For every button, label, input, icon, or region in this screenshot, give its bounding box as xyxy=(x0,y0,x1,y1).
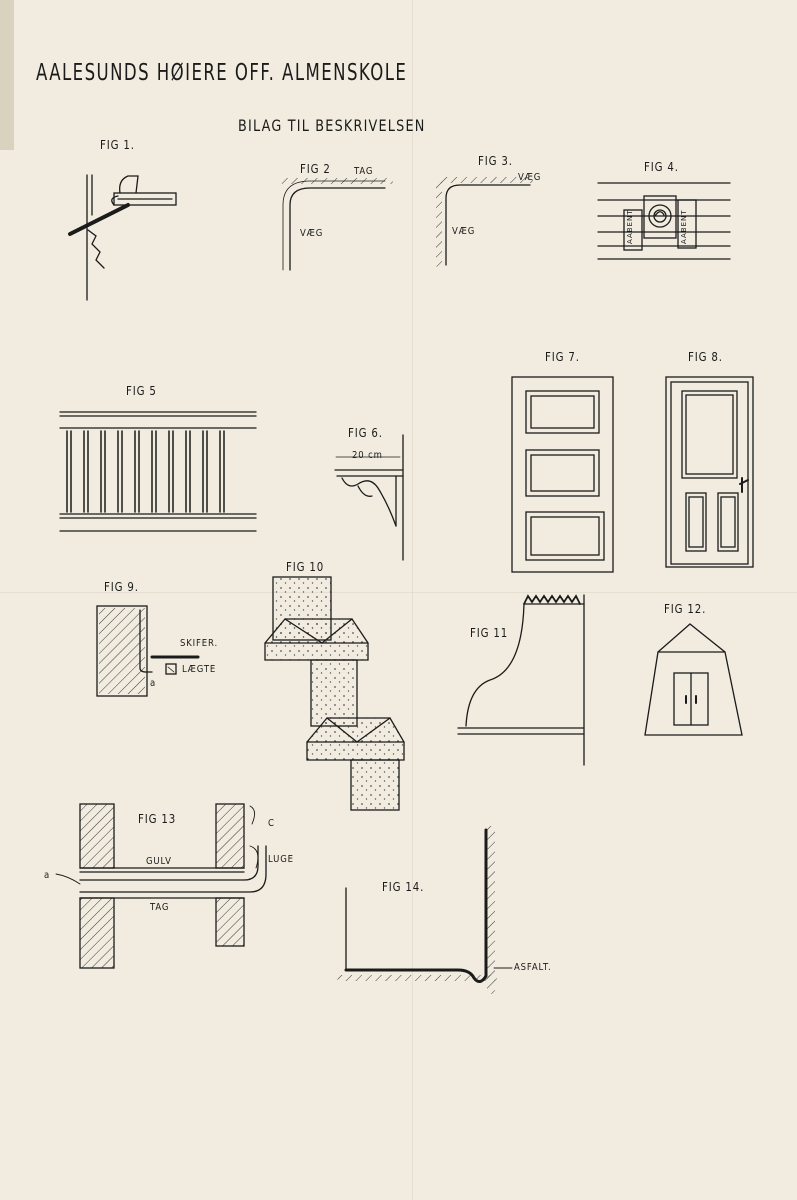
fig6-note-dimension: 20 cm xyxy=(352,450,383,461)
sheet-subtitle: BILAG TIL BESKRIVELSEN xyxy=(238,116,426,135)
fig3-label: FIG 3. xyxy=(478,154,513,168)
fig3-note-vaeg-side: VÆG xyxy=(452,226,476,237)
fold-line-horizontal xyxy=(0,592,797,593)
fig13-note-luge: LUGE xyxy=(268,854,294,865)
fig2-sketch xyxy=(280,178,393,271)
fig12-label: FIG 12. xyxy=(664,602,707,616)
fig9-sketch xyxy=(96,605,200,697)
fig13-label: FIG 13 xyxy=(138,812,177,826)
fig9-note-laegte: LÆGTE xyxy=(182,664,217,675)
fig4-note-aabent-left: AABENT xyxy=(626,209,634,244)
fig10-label: FIG 10 xyxy=(286,560,325,574)
fig12-sketch xyxy=(644,623,743,736)
fig2-note-vaeg: VÆG xyxy=(300,228,324,239)
fig4-note-aabent-right: AABENT xyxy=(680,209,688,244)
fig5-sketch xyxy=(59,411,257,532)
fig11-sketch xyxy=(457,594,585,766)
fig6-label: FIG 6. xyxy=(348,426,383,440)
fig13-sketch xyxy=(55,803,267,969)
fig6-sketch xyxy=(334,434,404,561)
fig9-note-a: a xyxy=(150,678,157,689)
fig14-label: FIG 14. xyxy=(382,880,425,894)
fig9-note-skifer: SKIFER. xyxy=(180,638,218,649)
fig13-note-gulv: GULV xyxy=(146,856,172,867)
fig3-sketch xyxy=(436,177,533,268)
fig14-note-asfalt: ASFALT. xyxy=(514,962,552,973)
fig2-label: FIG 2 xyxy=(300,162,331,176)
fig7-sketch xyxy=(511,376,614,573)
fig1-sketch xyxy=(68,174,177,301)
fig13-note-a: a xyxy=(44,870,51,881)
fig9-label: FIG 9. xyxy=(104,580,139,594)
fig3-note-vaeg-top: VÆG xyxy=(518,172,542,183)
fig11-label: FIG 11 xyxy=(470,626,509,640)
fig4-sketch xyxy=(597,182,731,260)
fig8-label: FIG 8. xyxy=(688,350,723,364)
fig10-sketch xyxy=(264,576,405,811)
fold-line-vertical xyxy=(412,0,413,1200)
fig7-label: FIG 7. xyxy=(545,350,580,364)
fig4-label: FIG 4. xyxy=(644,160,679,174)
fig1-label: FIG 1. xyxy=(100,138,135,152)
sheet-title: AALESUNDS HØIERE OFF. ALMENSKOLE xyxy=(36,60,408,86)
fig14-sketch xyxy=(337,826,513,994)
fig2-note-tag: TAG xyxy=(354,166,374,177)
fig13-note-c: C xyxy=(268,818,275,829)
fig8-sketch xyxy=(665,376,754,568)
fig5-label: FIG 5 xyxy=(126,384,157,398)
fig13-note-tag: TAG xyxy=(150,902,170,913)
